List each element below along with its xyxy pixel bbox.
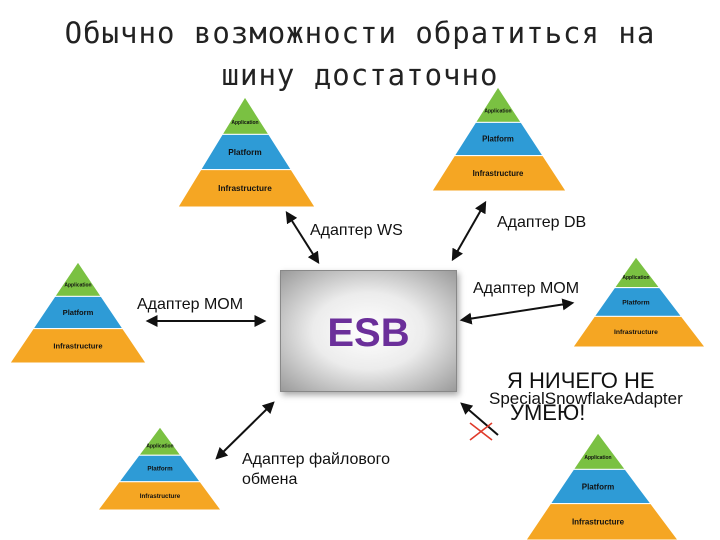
arrow-special-broken <box>460 402 499 436</box>
pyramid-level-1 <box>474 86 523 123</box>
arrow-db <box>451 200 487 262</box>
label-adapter-db: Адаптер DB <box>497 214 587 231</box>
special-text-line1: Я НИЧЕГО НЕ <box>507 368 655 393</box>
arrow-mom-right <box>459 298 575 325</box>
pyramid-level-label: Application <box>484 108 511 114</box>
pyramid-level-label: Application <box>584 455 611 461</box>
pyramid-level-3 <box>177 169 316 208</box>
pyramid-level-label: Platform <box>147 466 173 473</box>
pyramid-level-label: Platform <box>622 299 649 306</box>
special-text-line2: УМЕЮ! <box>510 400 586 425</box>
pyramid-level-label: Infrastructure <box>218 184 272 193</box>
connection-arrows <box>145 200 575 460</box>
pyramid-level-1 <box>53 261 103 297</box>
pyramid-level-label: Infrastructure <box>140 493 181 500</box>
arrow-file <box>215 401 275 460</box>
special-adapter-name: SpecialSnowflakeAdapter <box>489 389 683 408</box>
esb-label: ESB <box>327 311 410 355</box>
pyramid-level-3 <box>525 503 679 540</box>
pyramid-level-1 <box>572 432 627 470</box>
pyramid-level-3 <box>572 315 707 348</box>
esb-box: ESB <box>280 270 457 392</box>
pyramid-level-1 <box>613 256 661 289</box>
pyramid-level-label: Application <box>622 275 649 281</box>
title-line-1: Обычно возможности обратиться на <box>64 16 656 50</box>
pyramid-level-3 <box>97 481 222 511</box>
pyramid-level-label: Application <box>64 283 91 289</box>
label-adapter-mom-right: Адаптер MOM <box>473 280 580 297</box>
pyramid-level-label: Infrastructure <box>473 169 524 178</box>
pyramid-level-3 <box>9 328 147 364</box>
pyramid-level-label: Application <box>146 443 173 449</box>
label-adapter-ws: Адаптер WS <box>310 222 403 239</box>
pyramid-level-label: Infrastructure <box>572 518 625 527</box>
label-adapter-file-line1: Адаптер файлового <box>242 451 390 468</box>
pyramid-level-1 <box>137 426 182 456</box>
pyramid-level-1 <box>221 96 270 135</box>
cross-mark-icon <box>469 422 493 441</box>
pyramid-level-3 <box>431 155 567 192</box>
label-adapter-file-line2: обмена <box>242 471 298 488</box>
title-line-2: шину достаточно <box>221 58 499 92</box>
pyramid-level-label: Platform <box>482 135 514 144</box>
pyramid-level-label: Platform <box>228 148 261 157</box>
pyramid-level-label: Infrastructure <box>614 329 658 336</box>
pyramid-level-label: Platform <box>63 308 94 317</box>
pyramid-level-label: Application <box>231 120 258 126</box>
pyramid-level-label: Infrastructure <box>53 341 102 350</box>
arrow-ws <box>285 210 320 265</box>
label-adapter-mom-left: Адаптер MOM <box>137 296 244 313</box>
pyramid-level-label: Platform <box>582 482 615 491</box>
